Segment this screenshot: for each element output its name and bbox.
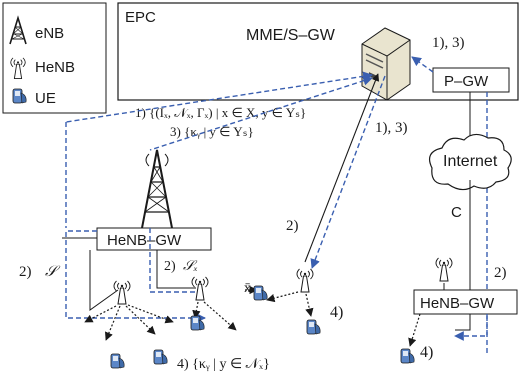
- step-1-label: 1) {(Iₓ, 𝒩ₓ, Γₓ) | x ∈ X, y ∈ Yₛ}: [135, 105, 306, 120]
- step-4-bottom-label: 4) {κᵧ | y ∈ 𝒩ₓ}: [177, 357, 270, 372]
- step-2-mid-symbol: 𝒮ₓ: [183, 259, 198, 274]
- step-2-mid-label: 2): [164, 259, 176, 274]
- step-2-center-label: 2): [286, 218, 299, 234]
- gw-to-henb-a: [89, 250, 119, 311]
- gw-right-stub: [455, 314, 471, 331]
- step-1-3-mid-label: 1), 3): [375, 120, 408, 136]
- legend-ue-label: UE: [35, 90, 56, 107]
- henb-d-icon: [435, 257, 453, 282]
- step-4-right-label: 4): [420, 344, 433, 361]
- internet-label: Internet: [443, 153, 498, 170]
- step-3-label: 3) {κᵧ | y ∈ Yₛ}: [170, 124, 254, 140]
- server-icon: [361, 27, 411, 101]
- pgw-to-mme-arrow: [411, 56, 434, 73]
- ue-icon: [400, 348, 415, 364]
- x-bar-label: x̄: [244, 281, 251, 296]
- ue-icon: [253, 285, 268, 301]
- step-2-left-label: 2): [19, 264, 32, 280]
- gw-to-henb-b: [156, 250, 196, 289]
- gw-right-dashed: [454, 314, 488, 341]
- step-2-right-label: 2): [494, 265, 507, 281]
- mme-to-left-dashed-1: [65, 71, 373, 123]
- henb-gw-right-label: HeNB–GW: [420, 295, 495, 312]
- step-2-left-symbol: 𝒮: [45, 264, 61, 280]
- henb-gw-left-box: [96, 227, 212, 251]
- internet-cloud-icon: [429, 133, 512, 191]
- enb-tower-icon: [141, 149, 173, 229]
- henb-b-links: [192, 301, 237, 331]
- legend-henb-label: HeNB: [35, 59, 75, 76]
- henb-a-links: [84, 304, 174, 341]
- pgw-label: P–GW: [444, 73, 489, 90]
- gw-right-to-ue: [408, 313, 421, 347]
- ue-icon: [306, 319, 321, 335]
- ue-icon: [110, 353, 125, 369]
- henb-c-icon: [296, 268, 314, 293]
- step-4-center-label: 4): [330, 304, 343, 321]
- mme-sgw-label: MME/S–GW: [246, 27, 336, 44]
- henb-gw-right-box: [413, 289, 518, 315]
- epc-title: EPC: [125, 9, 156, 26]
- henb-a-icon: [113, 280, 131, 305]
- tower-icon: [9, 15, 27, 45]
- c-label: C: [451, 204, 462, 221]
- legend-enb-label: eNB: [35, 25, 64, 42]
- ue-icon: [153, 349, 168, 365]
- step-1-3-top-label: 1), 3): [432, 35, 465, 51]
- ue-icon: [190, 315, 205, 331]
- henb-gw-left-label: HeNB–GW: [107, 232, 182, 249]
- pgw-box: [432, 67, 510, 93]
- mme-to-henb-dashed: [310, 75, 386, 269]
- gw-to-ue-dashed: [65, 230, 206, 323]
- gw-to-henb-b-dashed: [149, 228, 196, 293]
- mme-to-left-dashed-3: [149, 76, 373, 151]
- mme-to-henb-solid: [304, 73, 380, 263]
